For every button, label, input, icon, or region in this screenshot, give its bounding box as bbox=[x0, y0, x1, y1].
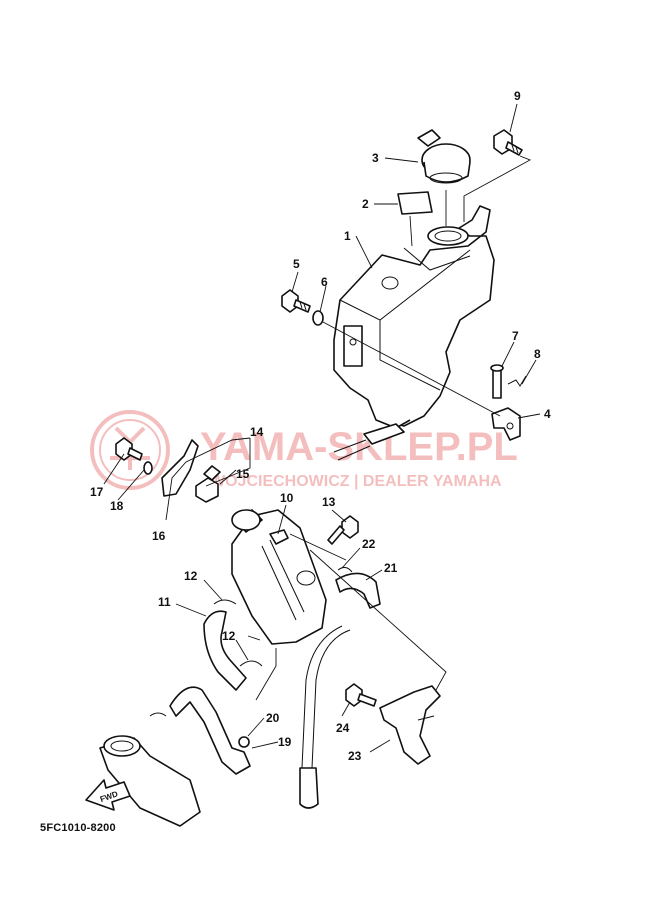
bolt-9-part bbox=[493, 129, 523, 156]
clip-8-part bbox=[507, 375, 527, 387]
clamp-small-part bbox=[149, 712, 167, 717]
clamp-12-upper-part bbox=[213, 599, 237, 605]
callout-24: 24 bbox=[336, 721, 350, 735]
hose-19-part bbox=[169, 686, 251, 775]
leader-lines-lower bbox=[103, 437, 447, 753]
clamp-22-part bbox=[337, 566, 353, 573]
label-sticker-part bbox=[397, 191, 433, 215]
clamp-12-lower-part bbox=[239, 660, 263, 667]
callout-12b: 12 bbox=[222, 629, 236, 643]
washer-6-part bbox=[312, 310, 324, 326]
reservoir-tank-part bbox=[333, 205, 495, 429]
callout-10: 10 bbox=[280, 491, 294, 505]
bolt-13-part bbox=[327, 515, 359, 545]
callout-19: 19 bbox=[278, 735, 292, 749]
bracket-4-part bbox=[491, 407, 521, 441]
callout-13: 13 bbox=[322, 495, 336, 509]
callout-11: 11 bbox=[158, 595, 171, 609]
callout-3: 3 bbox=[372, 151, 379, 165]
callout-23: 23 bbox=[348, 749, 362, 763]
filler-cap-part bbox=[417, 129, 471, 184]
callout-17: 17 bbox=[90, 485, 104, 499]
watermark-brand: YAMA-SKLEP.PL bbox=[200, 425, 518, 469]
callout-22: 22 bbox=[362, 537, 376, 551]
callout-9: 9 bbox=[514, 89, 521, 103]
callout-16: 16 bbox=[152, 529, 166, 543]
overflow-tube-part bbox=[301, 625, 351, 769]
fitting-15-part bbox=[195, 465, 221, 503]
callout-2: 2 bbox=[362, 197, 369, 211]
callout-8: 8 bbox=[534, 347, 541, 361]
fwd-arrow-icon: FWD bbox=[85, 779, 131, 811]
callout-1: 1 bbox=[344, 229, 351, 243]
hose-21-part bbox=[335, 572, 381, 609]
callout-12a: 12 bbox=[184, 569, 198, 583]
watermark-subtitle: WOJCIECHOWICZ | DEALER YAMAHA bbox=[210, 473, 502, 490]
hose-11-part bbox=[203, 610, 247, 691]
bolt-17-part bbox=[115, 437, 143, 461]
radiator-part bbox=[231, 509, 327, 645]
callout-18: 18 bbox=[110, 499, 124, 513]
bolt-5-part bbox=[281, 289, 311, 313]
tube-end-part bbox=[299, 767, 319, 809]
bolt-24-part bbox=[345, 683, 377, 707]
callout-20: 20 bbox=[266, 711, 280, 725]
callout-5: 5 bbox=[293, 257, 300, 271]
clamp-20-part bbox=[238, 736, 250, 748]
callout-4: 4 bbox=[544, 407, 551, 421]
leader-lines-upper bbox=[291, 103, 541, 419]
callout-6: 6 bbox=[321, 275, 328, 289]
diagram-code: 5FC1010-8200 bbox=[40, 822, 116, 834]
engine-outlet-part bbox=[99, 735, 201, 827]
watermark: YAMA-SKLEP.PL WOJCIECHOWICZ | DEALER YAM… bbox=[90, 410, 518, 490]
callout-15: 15 bbox=[236, 467, 250, 481]
callout-21: 21 bbox=[384, 561, 398, 575]
callout-14: 14 bbox=[250, 425, 264, 439]
callouts: 1 2 3 4 5 6 7 8 9 10 11 12 12 13 14 15 1… bbox=[90, 89, 551, 763]
callout-7: 7 bbox=[512, 329, 519, 343]
bracket-23-part bbox=[379, 685, 441, 765]
watermark-logo-icon bbox=[90, 410, 170, 490]
hose-fitting-part bbox=[333, 423, 405, 461]
washer-18-part bbox=[143, 461, 153, 475]
pin-7-part bbox=[490, 364, 504, 399]
